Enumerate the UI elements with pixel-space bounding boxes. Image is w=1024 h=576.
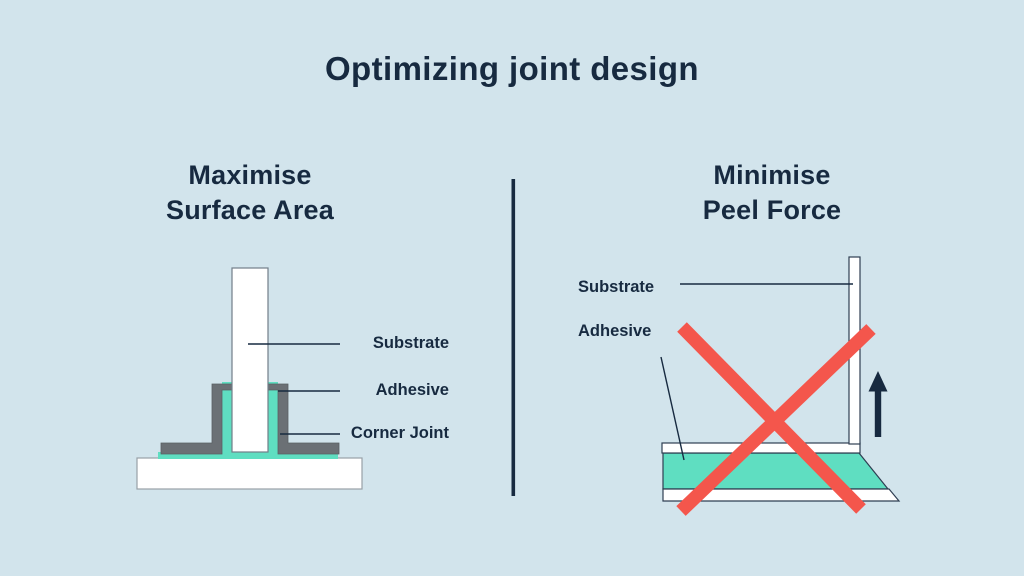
- right-adhesive-label: Adhesive: [578, 322, 652, 340]
- corner-bracket-right: [267, 383, 340, 455]
- left-panel-heading: Maximise Surface Area: [100, 158, 400, 228]
- up-arrow-icon: [868, 371, 888, 437]
- left-heading-line2: Surface Area: [166, 195, 334, 225]
- right-adhesive-layer: [662, 452, 890, 490]
- left-adhesive-label: Adhesive: [375, 381, 449, 399]
- left-adhesive-horizontal-layer: [158, 452, 338, 459]
- right-heading-line2: Peel Force: [702, 195, 842, 225]
- right-top-substrate-bar: [661, 442, 861, 454]
- left-heading-line1: Maximise: [188, 160, 312, 190]
- right-heading-line1: Minimise: [713, 160, 831, 190]
- right-substrate-label: Substrate: [578, 278, 655, 296]
- peel-force-illustration: [660, 256, 901, 516]
- left-adhesive-fillet-left: [222, 382, 232, 453]
- right-panel-heading: Minimise Peel Force: [622, 158, 922, 228]
- corner-joint-illustration: [136, 267, 363, 490]
- page-title: Optimizing joint design: [324, 50, 699, 87]
- left-vertical-substrate-shape: [231, 267, 269, 453]
- corner-bracket-left: [160, 383, 233, 455]
- right-adhesive-pointer-line: [660, 356, 685, 461]
- vertical-divider-line: [511, 179, 516, 496]
- left-substrate-label: Substrate: [372, 334, 449, 352]
- left-base-substrate-shape: [136, 457, 363, 490]
- left-adhesive-fillet-right: [268, 382, 278, 453]
- left-corner-joint-label: Corner Joint: [350, 424, 449, 442]
- red-cross-icon: [676, 322, 876, 516]
